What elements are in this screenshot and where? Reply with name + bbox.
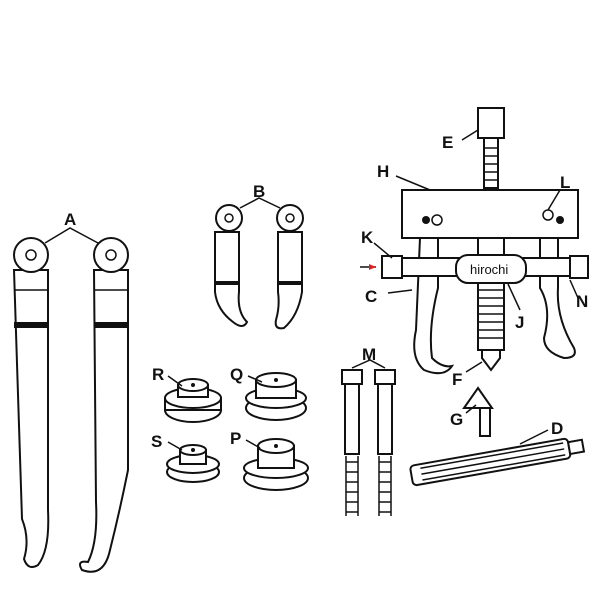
label-a: A xyxy=(64,210,76,229)
part-d-bar xyxy=(409,437,586,487)
watermark-text: hirochi xyxy=(470,262,508,277)
part-b-arms xyxy=(214,197,304,330)
leader-lines xyxy=(167,129,579,451)
label-q: Q xyxy=(230,365,243,384)
part-a-arms xyxy=(12,227,129,573)
label-j: J xyxy=(515,313,524,332)
label-f: F xyxy=(452,370,462,389)
label-l: L xyxy=(560,173,570,192)
label-d: D xyxy=(551,419,563,438)
part-g-cone xyxy=(462,386,494,437)
part-m-bolts xyxy=(341,359,396,516)
label-e: E xyxy=(442,133,453,152)
label-c: C xyxy=(365,287,377,306)
pointer-arrow-icon xyxy=(369,264,376,270)
label-n: N xyxy=(576,292,588,311)
label-k: K xyxy=(361,228,374,247)
label-b: B xyxy=(253,182,265,201)
label-h: H xyxy=(377,162,389,181)
adapter-nuts xyxy=(164,372,309,491)
label-r: R xyxy=(152,365,164,384)
label-p: P xyxy=(230,429,241,448)
main-puller-assembly: hirochi xyxy=(360,107,589,375)
label-g: G xyxy=(450,410,463,429)
label-m: M xyxy=(362,345,376,364)
label-s: S xyxy=(151,432,162,451)
